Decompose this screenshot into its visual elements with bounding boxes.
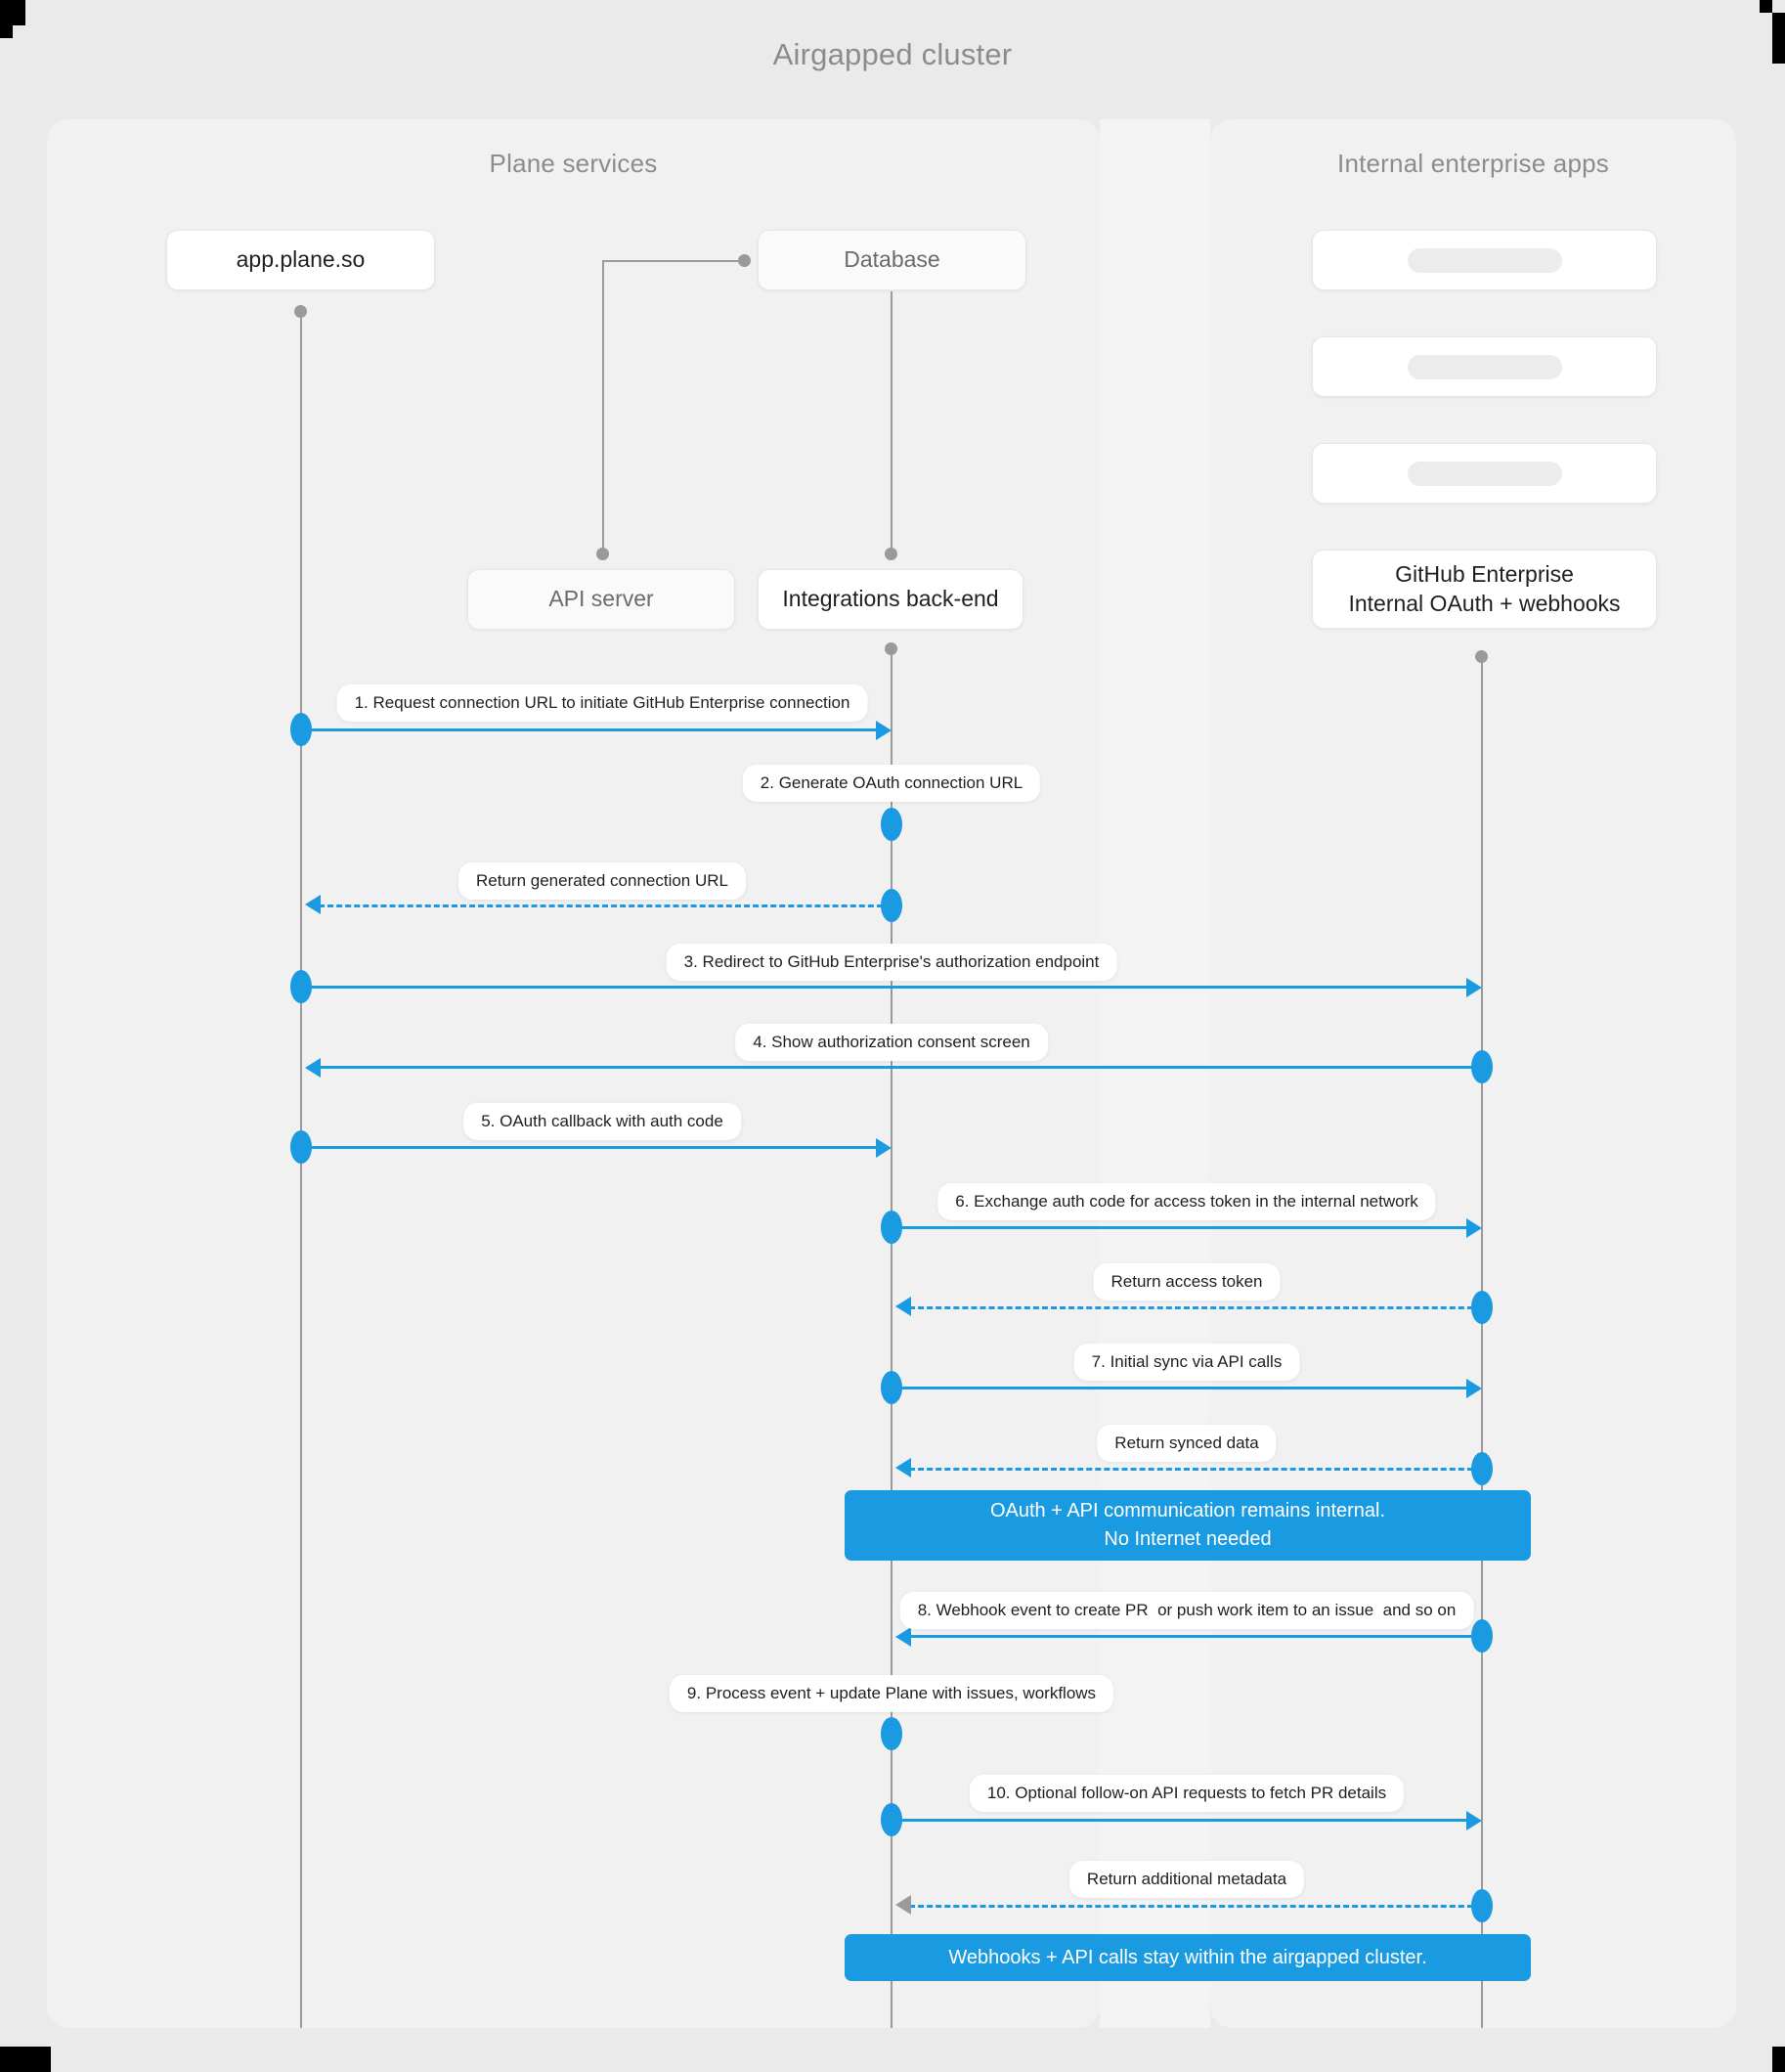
message-line bbox=[892, 1387, 1468, 1389]
arrowhead-right-icon bbox=[1466, 1811, 1482, 1830]
placeholder-bar-icon bbox=[1407, 354, 1562, 379]
message-line bbox=[909, 1468, 1482, 1471]
message-origin-dot-13 bbox=[881, 1803, 902, 1836]
message-origin-dot-6 bbox=[290, 1130, 312, 1164]
arrowhead-right-icon bbox=[1466, 978, 1482, 997]
message-label-3: Return generated connection URL bbox=[458, 862, 746, 900]
page-title: Airgapped cluster bbox=[772, 37, 1013, 71]
message-label-2: 2. Generate OAuth connection URL bbox=[742, 765, 1041, 802]
registration-mark-top-right-a bbox=[1760, 0, 1772, 13]
message-label-9: 7. Initial sync via API calls bbox=[1073, 1344, 1300, 1381]
message-origin-dot-11 bbox=[1471, 1619, 1493, 1653]
message-line bbox=[892, 1226, 1468, 1229]
arrowhead-right-icon bbox=[876, 721, 892, 740]
message-origin-dot-1 bbox=[290, 713, 312, 746]
message-origin-dot-14 bbox=[1471, 1889, 1493, 1922]
note-webhooks-airgapped: Webhooks + API calls stay within the air… bbox=[845, 1934, 1531, 1981]
message-line bbox=[909, 1905, 1482, 1908]
note-oauth-internal: OAuth + API communication remains intern… bbox=[845, 1490, 1531, 1561]
registration-mark-top-left bbox=[0, 0, 25, 25]
lifeline-head-github-enterprise bbox=[1475, 650, 1488, 663]
placeholder-bar-icon bbox=[1407, 461, 1562, 486]
message-self-dot-2 bbox=[881, 808, 902, 841]
background-band bbox=[1100, 119, 1210, 2028]
node-api-server-label: API server bbox=[548, 586, 654, 612]
message-origin-dot-9 bbox=[881, 1371, 902, 1404]
message-line bbox=[301, 1146, 878, 1149]
lifeline-dot-database bbox=[885, 548, 897, 560]
panel-title-internal-enterprise-apps: Internal enterprise apps bbox=[1337, 149, 1609, 178]
message-origin-dot-5 bbox=[1471, 1050, 1493, 1083]
node-api-server[interactable]: API server bbox=[467, 569, 735, 630]
arrowhead-left-icon bbox=[895, 1458, 911, 1477]
message-label-7: 6. Exchange auth code for access token i… bbox=[937, 1183, 1436, 1220]
lifeline-github-enterprise bbox=[1481, 656, 1483, 2028]
message-self-dot-12 bbox=[881, 1717, 902, 1750]
lifeline-app-plane-so bbox=[300, 311, 302, 2028]
message-line bbox=[301, 986, 1468, 989]
message-label-11: 8. Webhook event to create PR or push wo… bbox=[899, 1592, 1474, 1629]
message-label-10: Return synced data bbox=[1097, 1425, 1277, 1462]
message-line bbox=[909, 1635, 1482, 1638]
note-oauth-internal-line2: No Internet needed bbox=[1104, 1528, 1272, 1550]
database-api-connector bbox=[602, 260, 746, 555]
message-label-4: 3. Redirect to GitHub Enterprise's autho… bbox=[666, 944, 1117, 981]
node-database-label: Database bbox=[844, 246, 940, 273]
message-line bbox=[319, 1066, 1482, 1069]
lifeline-database bbox=[891, 291, 892, 555]
arrowhead-left-icon bbox=[895, 1627, 911, 1647]
message-label-13: 10. Optional follow-on API requests to f… bbox=[969, 1775, 1405, 1812]
message-label-1: 1. Request connection URL to initiate Gi… bbox=[336, 684, 868, 722]
node-app-plane-so[interactable]: app.plane.so bbox=[166, 230, 435, 290]
panel-title-plane-services: Plane services bbox=[489, 149, 658, 178]
arrowhead-right-icon bbox=[1466, 1218, 1482, 1238]
message-label-6: 5. OAuth callback with auth code bbox=[463, 1103, 741, 1140]
node-integrations-back-end-label: Integrations back-end bbox=[782, 586, 999, 612]
message-origin-dot-10 bbox=[1471, 1452, 1493, 1485]
arrowhead-left-icon bbox=[895, 1895, 911, 1915]
note-webhooks-airgapped-line1: Webhooks + API calls stay within the air… bbox=[948, 1946, 1427, 1968]
lifeline-head-app-plane-so bbox=[294, 305, 307, 318]
node-database[interactable]: Database bbox=[758, 230, 1026, 290]
message-origin-dot-4 bbox=[290, 970, 312, 1003]
connector-dot-api-server bbox=[596, 548, 609, 560]
message-label-8: Return access token bbox=[1093, 1263, 1281, 1301]
panel-plane-services: Plane services bbox=[47, 119, 1100, 2028]
message-origin-dot-7 bbox=[881, 1211, 902, 1244]
lifeline-head-integrations-back-end bbox=[885, 642, 897, 655]
message-line bbox=[909, 1306, 1482, 1309]
message-line bbox=[892, 1819, 1468, 1822]
message-label-14: Return additional metadata bbox=[1068, 1861, 1305, 1898]
message-line bbox=[301, 728, 878, 731]
arrowhead-left-icon bbox=[305, 895, 321, 914]
node-app-plane-so-label: app.plane.so bbox=[236, 246, 366, 273]
arrowhead-right-icon bbox=[876, 1138, 892, 1158]
message-origin-dot-3 bbox=[881, 889, 902, 922]
placeholder-bar-icon bbox=[1407, 247, 1562, 273]
message-label-5: 4. Show authorization consent screen bbox=[735, 1024, 1048, 1061]
node-placeholder-app-2[interactable] bbox=[1312, 336, 1657, 397]
message-line bbox=[319, 904, 892, 907]
message-origin-dot-8 bbox=[1471, 1291, 1493, 1324]
arrowhead-left-icon bbox=[895, 1297, 911, 1316]
registration-mark-bottom-right bbox=[1772, 2047, 1785, 2072]
arrowhead-left-icon bbox=[305, 1058, 321, 1078]
registration-mark-top-left-step bbox=[0, 25, 13, 38]
registration-mark-bottom-left bbox=[0, 2047, 51, 2072]
message-label-12: 9. Process event + update Plane with iss… bbox=[669, 1675, 1114, 1712]
node-integrations-back-end[interactable]: Integrations back-end bbox=[758, 569, 1023, 630]
node-placeholder-app-1[interactable] bbox=[1312, 230, 1657, 290]
registration-mark-top-right-b bbox=[1772, 13, 1785, 64]
node-placeholder-app-3[interactable] bbox=[1312, 443, 1657, 504]
arrowhead-right-icon bbox=[1466, 1379, 1482, 1398]
note-oauth-internal-line1: OAuth + API communication remains intern… bbox=[989, 1500, 1386, 1521]
lifeline-integrations-back-end bbox=[891, 648, 892, 2028]
connector-dot-database bbox=[738, 254, 751, 267]
